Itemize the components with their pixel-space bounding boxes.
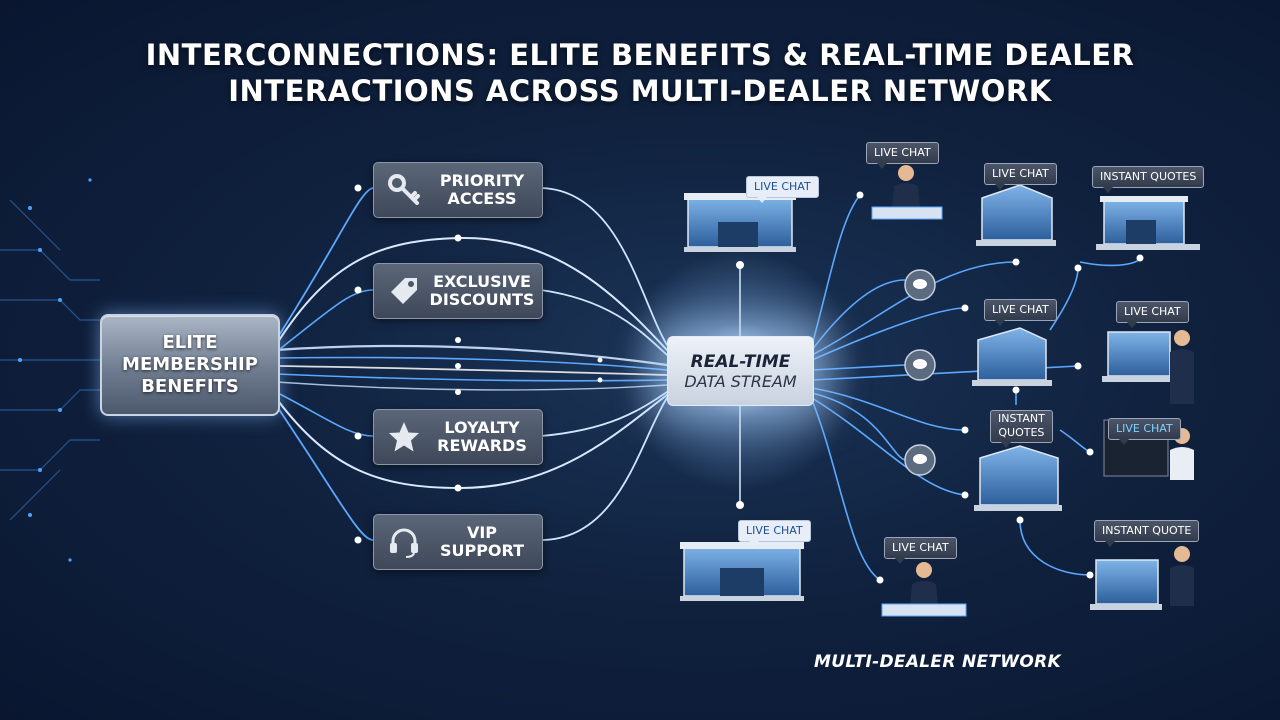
benefit-label: ACCESS — [447, 189, 517, 208]
dealer-agent-icon — [1170, 330, 1194, 404]
benefit-label: REWARDS — [437, 436, 527, 455]
price-tag-icon — [382, 269, 426, 313]
benefit-label: DISCOUNTS — [429, 290, 535, 309]
benefit-vip-support[interactable]: VIP SUPPORT — [373, 514, 543, 570]
circuit-traces — [0, 199, 100, 521]
live-chat-tag: LIVE CHAT — [1108, 418, 1181, 445]
live-chat-tag: LIVE CHAT — [1116, 301, 1189, 328]
dealer-building-icon — [1090, 559, 1162, 610]
live-chat-tag: LIVE CHAT — [738, 520, 811, 547]
network-nodes — [856, 191, 1144, 584]
benefit-label: EXCLUSIVE — [433, 272, 531, 291]
benefit-exclusive-discounts[interactable]: EXCLUSIVE DISCOUNTS — [373, 263, 543, 319]
benefit-loyalty-rewards[interactable]: LOYALTY REWARDS — [373, 409, 543, 465]
key-icon — [382, 168, 426, 212]
network-lines — [811, 194, 1141, 581]
instant-quote-tag: INSTANT QUOTE — [1094, 520, 1200, 547]
dealer-building-icon — [974, 445, 1062, 511]
dealer-agent-icon — [1170, 546, 1194, 606]
tag-line: QUOTES — [998, 426, 1045, 439]
chat-bubble-icon — [904, 349, 936, 381]
dealer-building-icon — [684, 193, 796, 252]
tag-line: INSTANT — [998, 412, 1045, 425]
title-line-2: INTERACTIONS ACROSS MULTI-DEALER NETWORK — [228, 74, 1052, 108]
live-chat-tag: LIVE CHAT — [984, 163, 1057, 190]
hub-line-2: DATA STREAM — [684, 371, 797, 391]
benefit-label: VIP — [466, 523, 498, 542]
elite-line-2: MEMBERSHIP — [122, 354, 258, 375]
benefit-priority-access[interactable]: PRIORITY ACCESS — [373, 162, 543, 218]
headset-icon — [382, 520, 426, 564]
elite-line-1: ELITE — [162, 332, 218, 353]
dealer-building-icon — [972, 327, 1052, 386]
live-chat-tag: LIVE CHAT — [984, 299, 1057, 326]
real-time-data-stream-hub[interactable]: REAL-TIME DATA STREAM — [667, 336, 814, 406]
network-caption: MULTI-DEALER NETWORK — [814, 652, 1061, 672]
stream-nodes — [354, 184, 603, 544]
chat-bubble-icon — [904, 444, 936, 476]
live-chat-tag: LIVE CHAT — [746, 176, 819, 203]
hub-line-1: REAL-TIME — [690, 351, 791, 372]
dealer-building-icon — [1102, 331, 1174, 382]
elite-line-3: BENEFITS — [141, 376, 239, 397]
benefit-label: PRIORITY — [439, 171, 525, 190]
dealer-building-icon — [976, 184, 1056, 246]
dealer-agent-icon — [871, 165, 943, 220]
circuit-dots — [18, 178, 92, 562]
stream-lines — [274, 187, 669, 541]
title-line-1: INTERCONNECTIONS: ELITE BENEFITS & REAL-… — [145, 38, 1135, 72]
benefit-label: SUPPORT — [439, 541, 525, 560]
benefit-label: LOYALTY — [444, 418, 520, 437]
live-chat-tag: LIVE CHAT — [884, 537, 957, 564]
live-chat-tag: LIVE CHAT — [866, 142, 939, 169]
instant-quotes-tag: INSTANT QUOTES — [1092, 166, 1205, 193]
instant-quotes-tag: INSTANT QUOTES — [990, 410, 1053, 448]
elite-membership-box[interactable]: ELITE MEMBERSHIP BENEFITS — [100, 314, 280, 416]
chat-bubble-icon — [904, 269, 936, 301]
dealer-building-icon — [1096, 196, 1200, 250]
star-icon — [382, 415, 426, 459]
dealer-agent-icon — [881, 562, 967, 617]
dealer-building-icon — [680, 542, 804, 601]
